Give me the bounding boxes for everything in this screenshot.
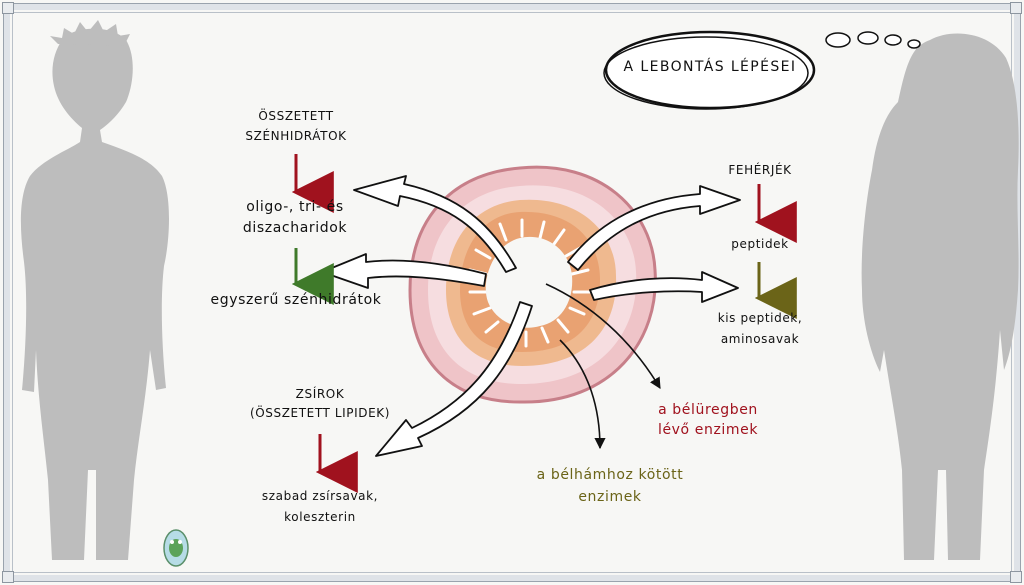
- carbs-step2-line1: oligo-, tri- és: [246, 199, 344, 215]
- frame-corner: [1010, 571, 1022, 583]
- inner-frame: [12, 12, 1012, 573]
- proteins-step1: FEHÉRJÉK: [728, 163, 792, 177]
- diagram-title: A LEBONTÁS LÉPÉSEI: [623, 59, 797, 75]
- frame-corner: [2, 571, 14, 583]
- right-person-silhouette: [861, 33, 1019, 561]
- frog-logo-badge: [163, 529, 189, 567]
- arrow-to-peptides: [567, 185, 741, 271]
- carbs-step2-line2: diszacharidok: [242, 220, 348, 236]
- fats-step1-line1: ZSÍROK: [295, 387, 345, 401]
- fats-step2-line1: szabad zsírsavak,: [261, 489, 379, 503]
- step-arrows: [291, 154, 797, 493]
- lumen-enzymes-line1: a bélüregben: [658, 402, 758, 418]
- carbs-step1-line1: ÖSSZETETT: [258, 109, 334, 123]
- carbs-step3: egyszerű szénhidrátok: [210, 292, 382, 308]
- proteins-step2: peptidek: [731, 237, 789, 251]
- fats-step2-line2: koleszterin: [284, 510, 356, 524]
- fats-step1-line2: (ÖSSZETETT LIPIDEK): [249, 406, 391, 420]
- proteins-step3-line1: kis peptidek,: [717, 311, 803, 325]
- proteins-step3-line2: aminosavak: [720, 332, 800, 346]
- arrow-to-small-peptides: [589, 271, 739, 303]
- enzyme-arrows: [545, 283, 661, 450]
- arrow-to-fatty-acids: [375, 301, 533, 457]
- frame-corner: [1010, 2, 1022, 14]
- membrane-enzymes-line2: enzimek: [578, 489, 642, 505]
- arrow-membrane-enzymes: [559, 339, 606, 450]
- arrow-lumen-enzymes: [545, 283, 661, 389]
- thought-bubble: [603, 30, 921, 110]
- carbs-step1-line2: SZÉNHIDRÁTOK: [245, 129, 347, 143]
- pathway-arrows: [321, 175, 741, 457]
- lumen-enzymes-line2: lévő enzimek: [657, 422, 759, 438]
- arrow-to-oligo: [353, 175, 517, 273]
- frame-corner: [2, 2, 14, 14]
- left-person-silhouette: [20, 20, 169, 560]
- membrane-enzymes-line1: a bélhámhoz kötött: [536, 467, 684, 483]
